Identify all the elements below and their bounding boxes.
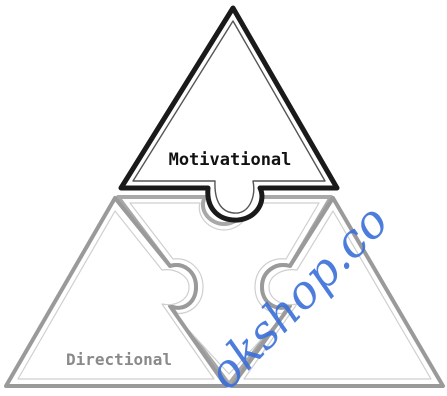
left-piece bbox=[4, 196, 228, 388]
directional-label: Directional bbox=[66, 350, 172, 369]
top-piece bbox=[118, 5, 340, 223]
right-piece bbox=[230, 196, 445, 388]
motivational-label: Motivational bbox=[169, 150, 292, 170]
